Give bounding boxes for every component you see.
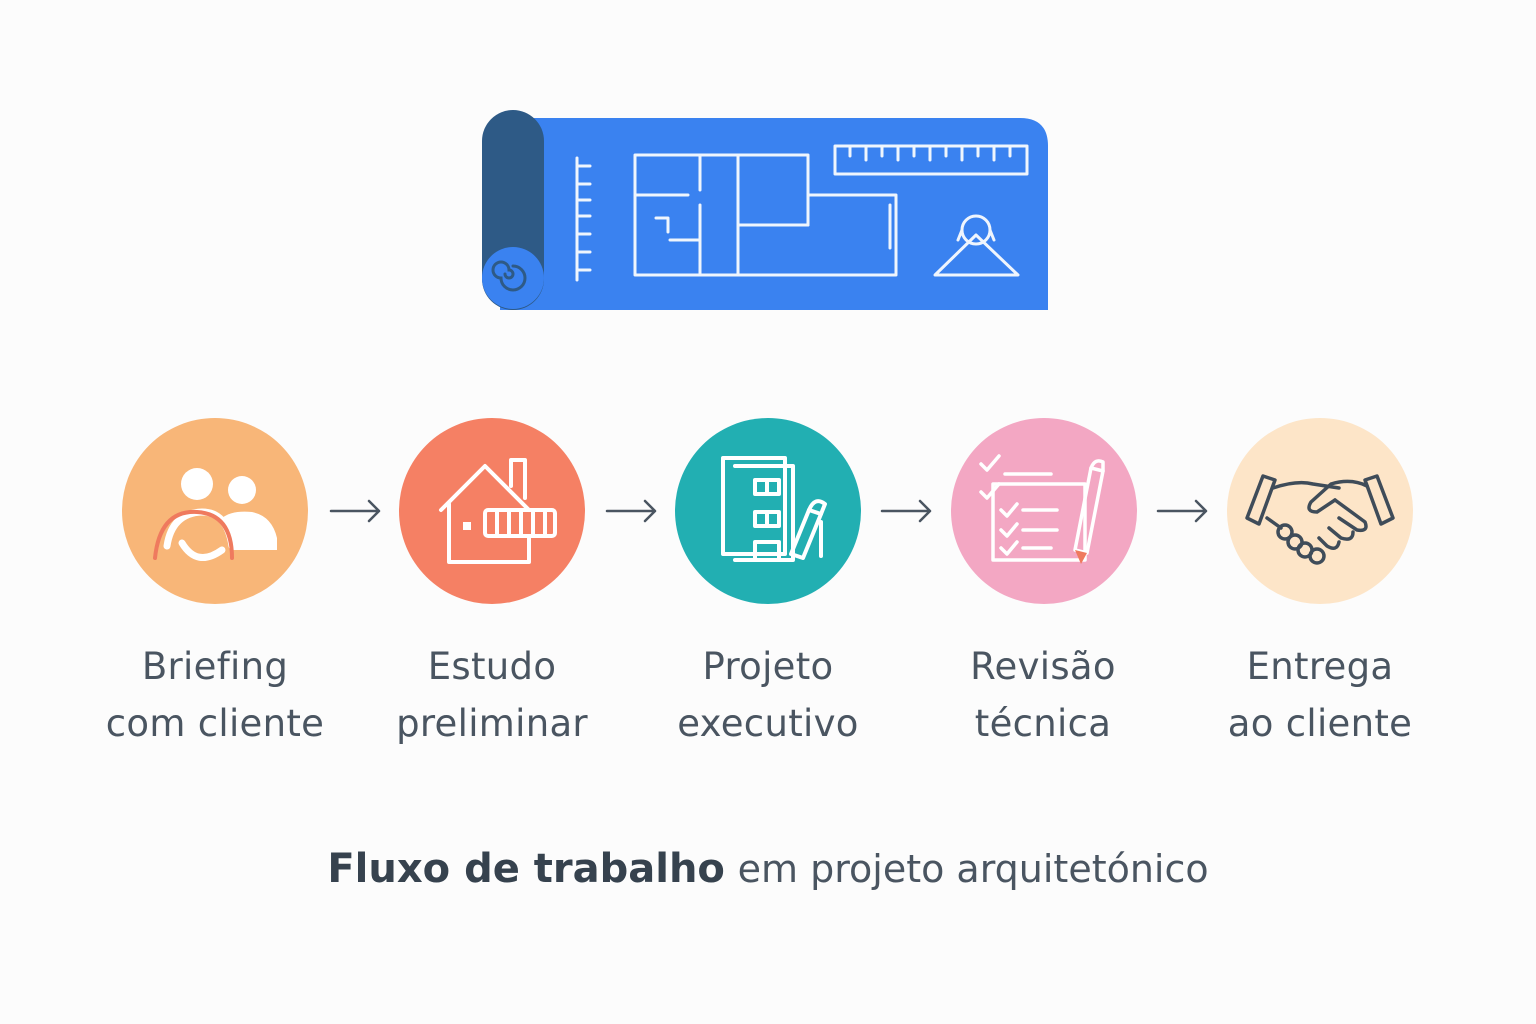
step-label-line: Revisão — [970, 645, 1116, 688]
step-projeto-circle — [675, 418, 861, 604]
arrow-icon — [1156, 496, 1212, 526]
house-ruler-icon — [439, 458, 557, 564]
step-estudo-circle — [399, 418, 585, 604]
step-label-line: Entrega — [1246, 645, 1394, 688]
arrow-icon — [880, 496, 936, 526]
step-briefing-circle — [122, 418, 308, 604]
step-label-line: preliminar — [396, 702, 588, 745]
step-label-entrega: Entrega ao cliente — [1170, 638, 1470, 752]
handshake-icon — [1245, 474, 1395, 565]
step-label-line: Briefing — [141, 645, 289, 688]
step-label-line: com cliente — [105, 702, 325, 745]
blueprint-illustration — [0, 0, 1536, 340]
caption-strong: Fluxo de trabalho — [327, 846, 725, 892]
step-label-line: executivo — [677, 702, 859, 745]
step-label-line: técnica — [974, 702, 1112, 745]
diagram-caption: Fluxo de trabalho em projeto arquitetóni… — [0, 846, 1536, 892]
building-plans-icon — [721, 456, 827, 562]
step-label-line: Projeto — [702, 645, 834, 688]
blueprint-roll-icon — [482, 110, 1048, 310]
caption-light: em projeto arquitetónico — [737, 847, 1209, 891]
clients-icon — [153, 468, 277, 561]
checklist-pencil-icon — [979, 454, 1105, 564]
step-label-briefing: Briefing com cliente — [65, 638, 365, 752]
step-entrega-circle — [1227, 418, 1413, 604]
arrow-icon — [605, 496, 661, 526]
step-label-estudo: Estudo preliminar — [342, 638, 642, 752]
step-label-line: ao cliente — [1227, 702, 1413, 745]
step-revisao-circle — [951, 418, 1137, 604]
step-label-projeto: Projeto executivo — [618, 638, 918, 752]
arrow-icon — [329, 496, 385, 526]
step-label-revisao: Revisão técnica — [893, 638, 1193, 752]
step-label-line: Estudo — [427, 645, 557, 688]
